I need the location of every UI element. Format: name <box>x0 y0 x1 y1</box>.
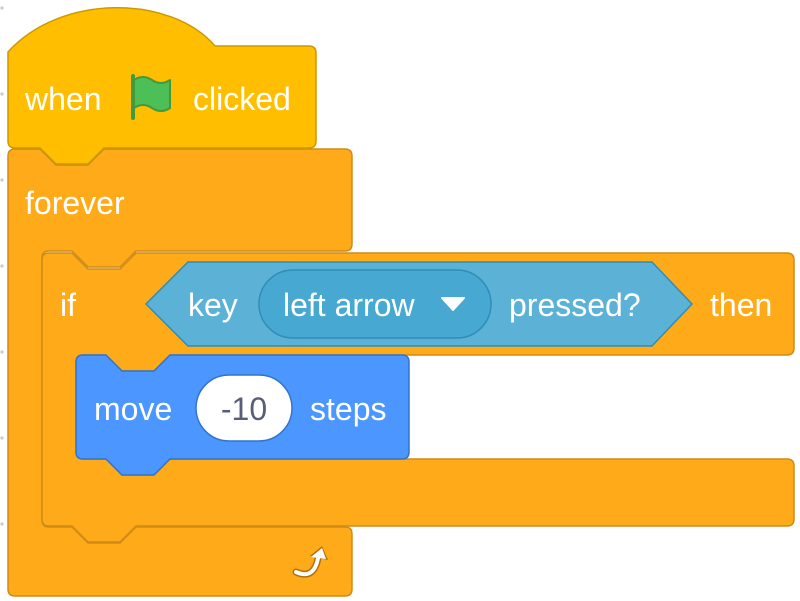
green-flag-icon <box>131 74 171 120</box>
if-label: if <box>60 287 76 323</box>
pressed-label: pressed? <box>509 287 641 323</box>
key-dropdown-value: left arrow <box>283 287 415 323</box>
key-pressed-condition[interactable]: key left arrow pressed? <box>144 261 694 347</box>
steps-label: steps <box>310 391 386 427</box>
move-steps-block[interactable]: move -10 steps <box>75 354 410 476</box>
forever-label: forever <box>25 185 125 221</box>
workspace-grid <box>0 6 4 526</box>
move-label: move <box>94 391 172 427</box>
when-flag-clicked-block[interactable]: when clicked <box>7 7 317 165</box>
steps-input[interactable]: -10 <box>195 374 293 442</box>
loop-arrow-icon <box>292 546 328 578</box>
clicked-label: clicked <box>193 81 291 117</box>
when-label: when <box>24 81 102 117</box>
key-label: key <box>188 287 238 323</box>
key-dropdown[interactable]: left arrow <box>258 269 492 339</box>
steps-value: -10 <box>221 391 267 427</box>
dropdown-arrow-icon <box>441 297 465 311</box>
then-label: then <box>710 287 772 323</box>
